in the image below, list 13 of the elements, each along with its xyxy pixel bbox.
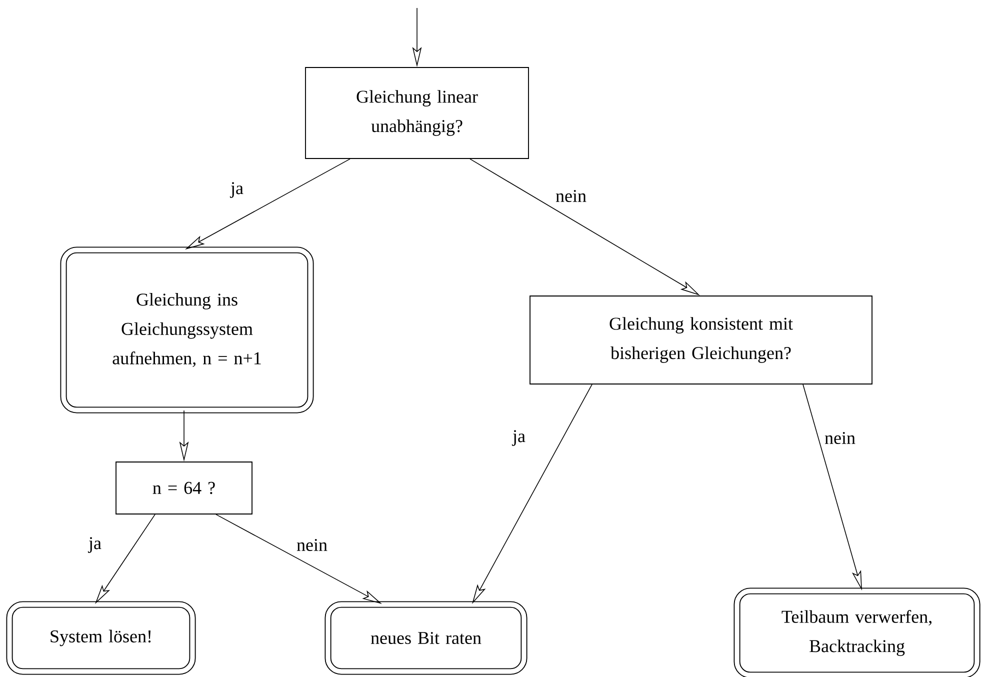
- edge-label: nein: [295, 538, 329, 552]
- edge-label: ja: [229, 180, 245, 200]
- terminal-box: neues Bit raten: [324, 601, 528, 675]
- terminal-box: Teilbaum verwerfen, Backtracking: [734, 588, 980, 677]
- edge-label: ja: [87, 536, 103, 554]
- edge-label: ja: [511, 428, 527, 448]
- process-box: Gleichung linear unabhängig?: [305, 67, 529, 159]
- edge-label: nein: [823, 430, 857, 446]
- terminal-box: Gleichung ins Gleichungssystem aufnehmen, n = n+1: [60, 246, 314, 414]
- process-box: Gleichung konsistent mit bisherigen Gleichungen?: [530, 296, 872, 384]
- edge-label: nein: [554, 188, 588, 204]
- terminal-box: System lösen!: [6, 601, 196, 675]
- process-box: n = 64 ?: [116, 462, 252, 514]
